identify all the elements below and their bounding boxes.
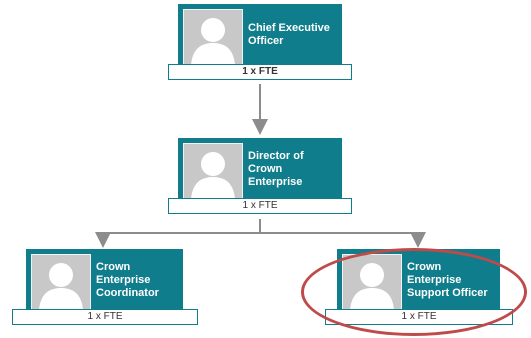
person-silhouette-icon xyxy=(183,9,243,67)
person-silhouette-icon xyxy=(342,254,402,312)
node-card: Crown Enterprise Support Officer xyxy=(337,249,500,312)
node-title: Crown Enterprise Support Officer xyxy=(407,260,488,299)
node-card: Director of Crown Enterprise xyxy=(178,138,342,201)
fte-label: 1 x FTE xyxy=(168,64,352,80)
org-node-ceo: Chief Executive Officer 1 x FTE xyxy=(168,4,352,84)
node-title: Chief Executive Officer xyxy=(248,22,330,47)
node-card: Chief Executive Officer xyxy=(178,4,342,67)
fte-label: 1 x FTE xyxy=(325,309,513,325)
org-node-coordinator: Crown Enterprise Coordinator 1 x FTE xyxy=(12,249,198,329)
person-silhouette-icon xyxy=(183,143,243,201)
node-title: Crown Enterprise Coordinator xyxy=(96,260,159,299)
node-card: Crown Enterprise Coordinator xyxy=(26,249,183,312)
org-node-director: Director of Crown Enterprise 1 x FTE xyxy=(168,138,352,220)
person-silhouette-icon xyxy=(31,254,91,312)
fte-label: 1 x FTE xyxy=(12,309,198,325)
org-node-support-officer: Crown Enterprise Support Officer 1 x FTE xyxy=(325,249,513,329)
node-title: Director of Crown Enterprise xyxy=(248,149,304,188)
fte-label: 1 x FTE xyxy=(168,198,352,214)
